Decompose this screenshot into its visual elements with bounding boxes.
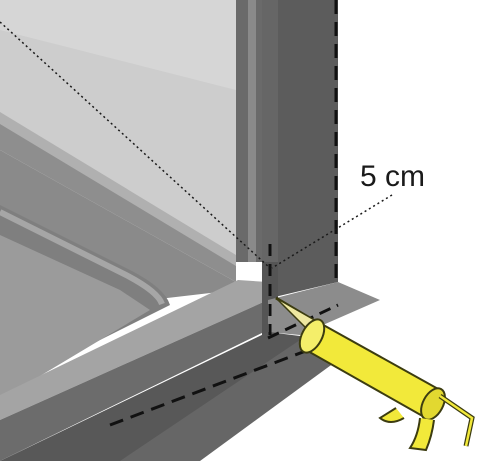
seal-line-bottom [109, 336, 341, 427]
distance-label: 5 cm [360, 160, 426, 193]
tray-front-rim [0, 280, 268, 420]
tray-back-rim-top [0, 112, 236, 266]
glass-panel-shade [0, 0, 236, 90]
leader-line-label [271, 194, 393, 269]
tray-floor-surface [0, 235, 150, 400]
frame-profile-outer [262, 0, 338, 300]
caulking-gun-icon [275, 296, 475, 452]
tray-front-rim-face [0, 300, 268, 461]
floor-step-face [0, 332, 338, 461]
floor-step-face-light [120, 340, 338, 461]
frame-profile-groove [248, 0, 256, 262]
tray-inner-edge-highlight [0, 209, 165, 306]
frame-profile-edge [262, 0, 278, 300]
leader-line-top [0, 21, 271, 269]
floor-step-top [268, 282, 380, 335]
